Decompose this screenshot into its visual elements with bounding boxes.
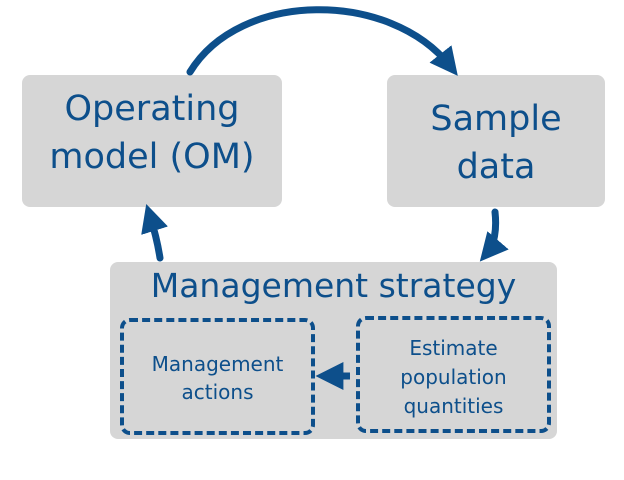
operating-model-label: Operating model (OM) [49,89,255,177]
estimate-population-label: Estimate population quantities [400,336,507,418]
management-actions-label: Management actions [151,352,284,404]
arrow-sample-to-strategy [479,208,509,262]
management-actions-box: Management actions [120,318,315,435]
estimate-population-box: Estimate population quantities [356,316,551,433]
operating-model-box: Operating model (OM) [22,75,282,207]
arrow-om-to-sample [186,6,458,76]
management-strategy-box: Management strategy Management actions E… [110,262,557,439]
sample-data-box: Sample data [387,75,605,207]
management-strategy-title: Management strategy [150,266,517,305]
arrow-strategy-to-om [141,203,168,262]
sample-data-label: Sample data [430,99,562,187]
